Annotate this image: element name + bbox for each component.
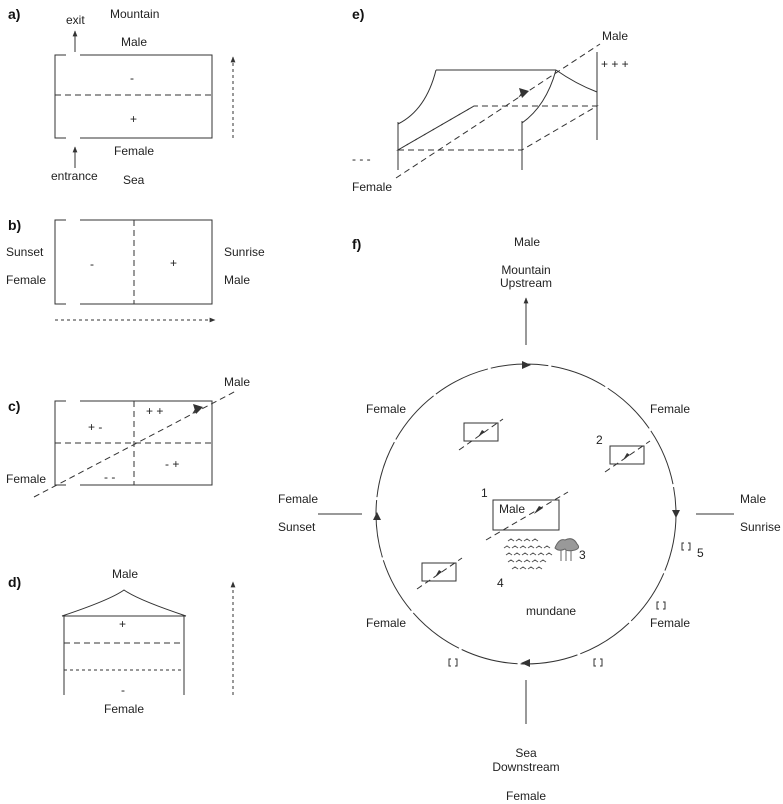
e-male-label: Male [602, 29, 628, 43]
f-number-5: 5 [697, 546, 704, 560]
panel-c: c) Male + - + + - - - + Female [6, 375, 250, 498]
f-downstream-label: Downstream [492, 760, 559, 774]
b-room-outline [80, 219, 213, 305]
panel-d-label: d) [8, 574, 21, 590]
panel-f-label: f) [352, 236, 361, 252]
a-male-label: Male [121, 35, 147, 49]
f-mountain-label: Mountain [501, 263, 550, 277]
f-male-top-label: Male [514, 235, 540, 249]
panel-b: b) Sunset Female - + Sunrise Male [6, 217, 265, 323]
a-exit-label: exit [66, 13, 85, 27]
panel-e: e) Male + + + - - - Female [352, 6, 629, 194]
e-floor-plane [396, 105, 599, 151]
e-minus3-label: - - - [352, 152, 371, 166]
f-circle-arrow-right [672, 510, 680, 518]
f-world-circle [375, 363, 677, 665]
f-sunrise-label: Sunrise [740, 520, 781, 534]
f-marker-5: 5 [681, 542, 704, 560]
b-sunset-label: Sunset [6, 245, 44, 259]
f-number-4: 4 [497, 576, 504, 590]
d-female-label: Female [104, 702, 144, 716]
b-female-label: Female [6, 273, 46, 287]
c-quadrant-bottom-right: - + [165, 457, 179, 471]
f-number-3: 3 [579, 548, 586, 562]
panel-c-label: c) [8, 398, 20, 414]
panel-a: a) Mountain exit Male - + Female entranc… [8, 6, 236, 187]
f-house-1: Male 1 [481, 486, 569, 541]
e-plus3-label: + + + [601, 57, 629, 71]
f-house-4: 4 [416, 557, 504, 590]
c-female-label: Female [6, 472, 46, 486]
f-number-1: 1 [481, 486, 488, 500]
f-upstream-label: Upstream [500, 276, 552, 290]
d-male-label: Male [112, 567, 138, 581]
f-house-male-label: Male [499, 502, 525, 516]
f-circle-arrow-left [373, 512, 381, 520]
a-female-label: Female [114, 144, 154, 158]
e-front-left-roof [397, 69, 437, 125]
d-roof-curve [61, 589, 187, 617]
f-mundane-label: mundane [526, 604, 576, 618]
f-marker-bottom-right-1 [656, 601, 666, 610]
e-diagonal-axis [395, 43, 601, 179]
e-front-right-roof [521, 69, 557, 124]
a-plus-symbol: + [130, 112, 137, 126]
f-house-top-left [458, 418, 504, 451]
a-room-left-wall [54, 54, 66, 139]
f-circle-arrow-bottom [521, 659, 530, 667]
panel-d: d) Male + - Female [8, 567, 236, 716]
c-quadrant-top-right: + + [146, 404, 163, 418]
a-sea-label: Sea [123, 173, 145, 187]
c-quadrant-top-left: + - [88, 420, 102, 434]
f-marker-bottom-left [448, 658, 458, 667]
f-trees [554, 538, 580, 561]
a-mountain-label: Mountain [110, 7, 159, 21]
f-water-waves [503, 538, 553, 570]
a-room-outline [80, 54, 213, 139]
f-sunset-label: Sunset [278, 520, 316, 534]
c-quadrant-bottom-left: - - [104, 470, 115, 484]
f-male-east: Male [740, 492, 766, 506]
c-male-label: Male [224, 375, 250, 389]
f-sea-label: Sea [515, 746, 537, 760]
f-female-bottom-left: Female [366, 616, 406, 630]
f-female-top-left: Female [366, 402, 406, 416]
a-entrance-label: entrance [51, 169, 98, 183]
b-sunrise-label: Sunrise [224, 245, 265, 259]
panel-e-label: e) [352, 6, 364, 22]
f-female-west: Female [278, 492, 318, 506]
e-floor-left-edge [397, 105, 475, 151]
f-marker-bottom-right-2 [593, 658, 603, 667]
f-house-2: 2 [596, 433, 651, 473]
f-female-top-right: Female [650, 402, 690, 416]
panel-b-label: b) [8, 217, 21, 233]
b-male-label: Male [224, 273, 250, 287]
c-axis-arrowhead [192, 404, 203, 414]
e-back-roof [555, 69, 598, 93]
a-minus-symbol: - [130, 71, 134, 85]
f-number-2: 2 [596, 433, 603, 447]
f-female-bottom-right: Female [650, 616, 690, 630]
c-room-outline [80, 400, 213, 486]
f-female-bottom-label: Female [506, 789, 546, 803]
d-plus-symbol: + [119, 617, 126, 631]
e-axis-arrowhead [518, 88, 529, 98]
panel-f: f) Male Mountain Upstream Female Female … [278, 235, 781, 803]
c-diagonal-axis [33, 390, 237, 498]
b-room-left-wall [54, 219, 66, 305]
panel-a-label: a) [8, 6, 20, 22]
b-minus-symbol: - [90, 257, 94, 271]
b-plus-symbol: + [170, 256, 177, 270]
f-circle-arrow-top [522, 361, 531, 369]
e-female-label: Female [352, 180, 392, 194]
d-minus-symbol: - [121, 683, 125, 697]
